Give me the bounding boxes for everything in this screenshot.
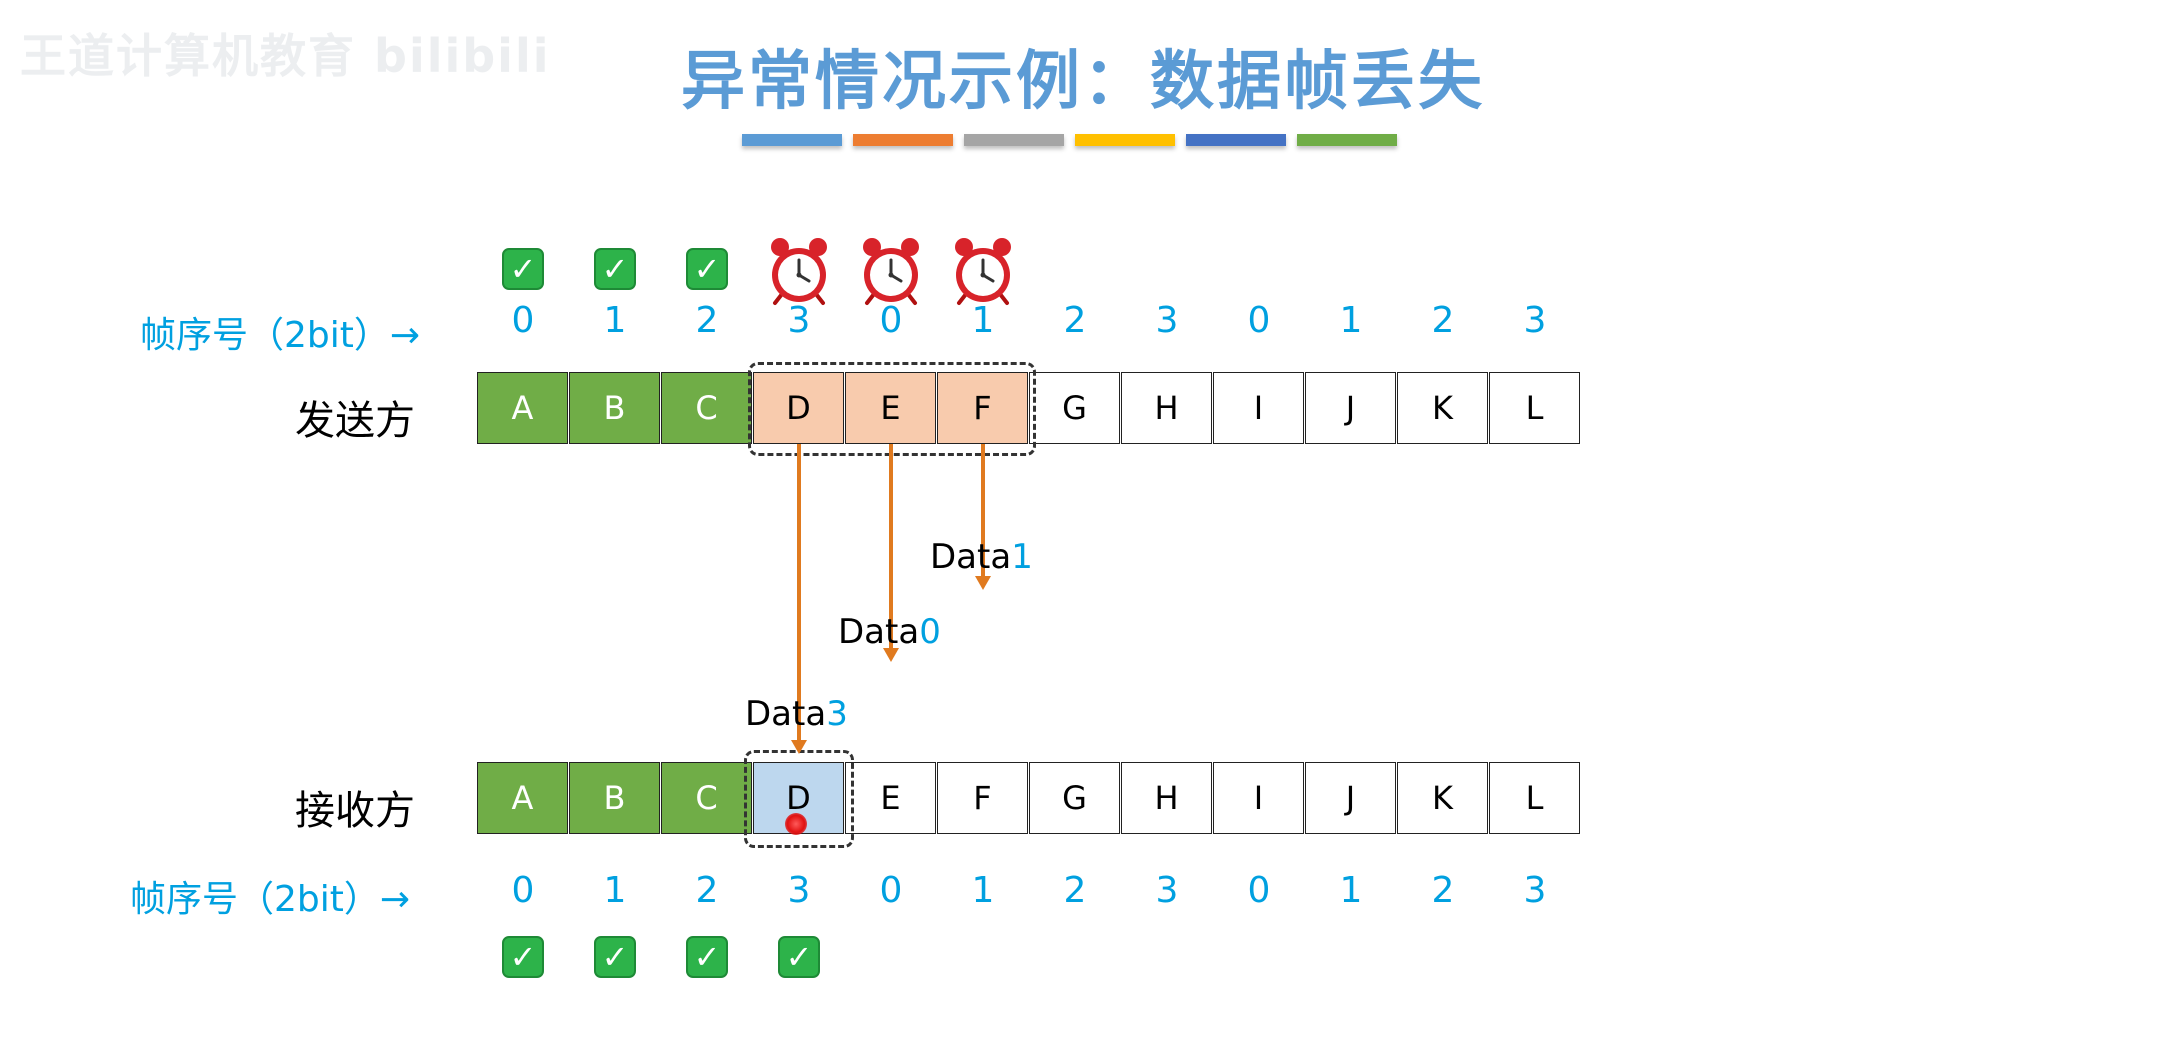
receiver-frame-cell: K xyxy=(1397,762,1488,834)
sender-seq-number: 1 xyxy=(971,300,995,341)
title-color-segment xyxy=(1075,134,1175,146)
pointer-dot-icon xyxy=(785,813,807,835)
sender-frame-cell: G xyxy=(1029,372,1120,444)
sender-seq-number: 3 xyxy=(1155,300,1179,341)
receiver-seq-number: 2 xyxy=(695,870,719,911)
transmission-label: Data0 xyxy=(838,612,941,652)
receiver-seq-number: 1 xyxy=(1339,870,1363,911)
alarm-clock-icon xyxy=(764,236,834,306)
sender-seq-number: 2 xyxy=(1063,300,1087,341)
receiver-seq-number: 3 xyxy=(1155,870,1179,911)
receiver-seq-number: 3 xyxy=(1523,870,1547,911)
alarm-clock-icon xyxy=(948,236,1018,306)
sender-seq-number: 0 xyxy=(1247,300,1271,341)
receiver-seq-number: 1 xyxy=(971,870,995,911)
sender-window xyxy=(748,362,1036,456)
title-color-segment xyxy=(964,134,1064,146)
sender-frame-cell: E xyxy=(845,372,936,444)
transmission-label-text: Data xyxy=(838,612,920,652)
sender-seq-label: 帧序号（2bit）→ xyxy=(140,315,421,356)
sender-label: 发送方 xyxy=(295,398,415,444)
title-color-segment xyxy=(1297,134,1397,146)
transmission-label-text: Data xyxy=(745,694,827,734)
arrow-line xyxy=(889,444,893,648)
receiver-seq-number: 0 xyxy=(879,870,903,911)
transmission-label: Data3 xyxy=(745,694,848,734)
sender-frame-cell: A xyxy=(477,372,568,444)
sender-frame-cell: J xyxy=(1305,372,1396,444)
check-mark-icon: ✓ xyxy=(502,936,544,978)
sender-seq-number: 0 xyxy=(511,300,535,341)
sender-frame-cell: B xyxy=(569,372,660,444)
sender-seq-number: 0 xyxy=(879,300,903,341)
watermark: 王道计算机教育 bilibili xyxy=(20,29,551,83)
sender-seq-number: 2 xyxy=(1431,300,1455,341)
receiver-seq-label: 帧序号（2bit）→ xyxy=(130,879,411,920)
receiver-seq-number: 3 xyxy=(787,870,811,911)
alarm-clock-icon xyxy=(856,236,926,306)
receiver-frame-cell: G xyxy=(1029,762,1120,834)
arrow-line xyxy=(797,444,801,740)
transmission-label-number: 3 xyxy=(826,694,848,734)
sender-frame-cell: C xyxy=(661,372,752,444)
sender-frame-cell: F xyxy=(937,372,1028,444)
receiver-frame-cell: L xyxy=(1489,762,1580,834)
check-mark-icon: ✓ xyxy=(594,248,636,290)
transmission-label-number: 0 xyxy=(919,612,941,652)
title-color-segment xyxy=(853,134,953,146)
sender-frame-cell: I xyxy=(1213,372,1304,444)
transmission-label-number: 1 xyxy=(1011,537,1033,577)
receiver-label: 接收方 xyxy=(295,788,415,834)
sender-seq-number: 1 xyxy=(1339,300,1363,341)
check-mark-icon: ✓ xyxy=(778,936,820,978)
title-color-segment xyxy=(742,134,842,146)
transmission-label-text: Data xyxy=(930,537,1012,577)
sender-frame-cell: K xyxy=(1397,372,1488,444)
receiver-frame-cell: J xyxy=(1305,762,1396,834)
arrow-head xyxy=(975,576,991,590)
receiver-frame-cell: C xyxy=(661,762,752,834)
sender-frame-cell: D xyxy=(753,372,844,444)
receiver-seq-number: 1 xyxy=(603,870,627,911)
receiver-seq-number: 0 xyxy=(511,870,535,911)
receiver-frame-cell: I xyxy=(1213,762,1304,834)
title-color-segment xyxy=(1186,134,1286,146)
sender-seq-number: 3 xyxy=(787,300,811,341)
arrow-head xyxy=(883,648,899,662)
sender-seq-number: 2 xyxy=(695,300,719,341)
receiver-seq-number: 2 xyxy=(1431,870,1455,911)
receiver-frame-cell: E xyxy=(845,762,936,834)
check-mark-icon: ✓ xyxy=(686,936,728,978)
receiver-frame-cell: F xyxy=(937,762,1028,834)
arrow-head xyxy=(791,740,807,754)
receiver-frame-cell: B xyxy=(569,762,660,834)
check-mark-icon: ✓ xyxy=(594,936,636,978)
transmission-label: Data1 xyxy=(930,537,1033,577)
receiver-seq-number: 0 xyxy=(1247,870,1271,911)
receiver-frame-cell: A xyxy=(477,762,568,834)
sender-frame-cell: L xyxy=(1489,372,1580,444)
receiver-frame-cell: H xyxy=(1121,762,1212,834)
arrow-line xyxy=(981,444,985,576)
receiver-seq-number: 2 xyxy=(1063,870,1087,911)
check-mark-icon: ✓ xyxy=(502,248,544,290)
sender-seq-number: 1 xyxy=(603,300,627,341)
sender-seq-number: 3 xyxy=(1523,300,1547,341)
page-title: 异常情况示例：数据帧丢失 xyxy=(681,45,1485,119)
check-mark-icon: ✓ xyxy=(686,248,728,290)
sender-frame-cell: H xyxy=(1121,372,1212,444)
